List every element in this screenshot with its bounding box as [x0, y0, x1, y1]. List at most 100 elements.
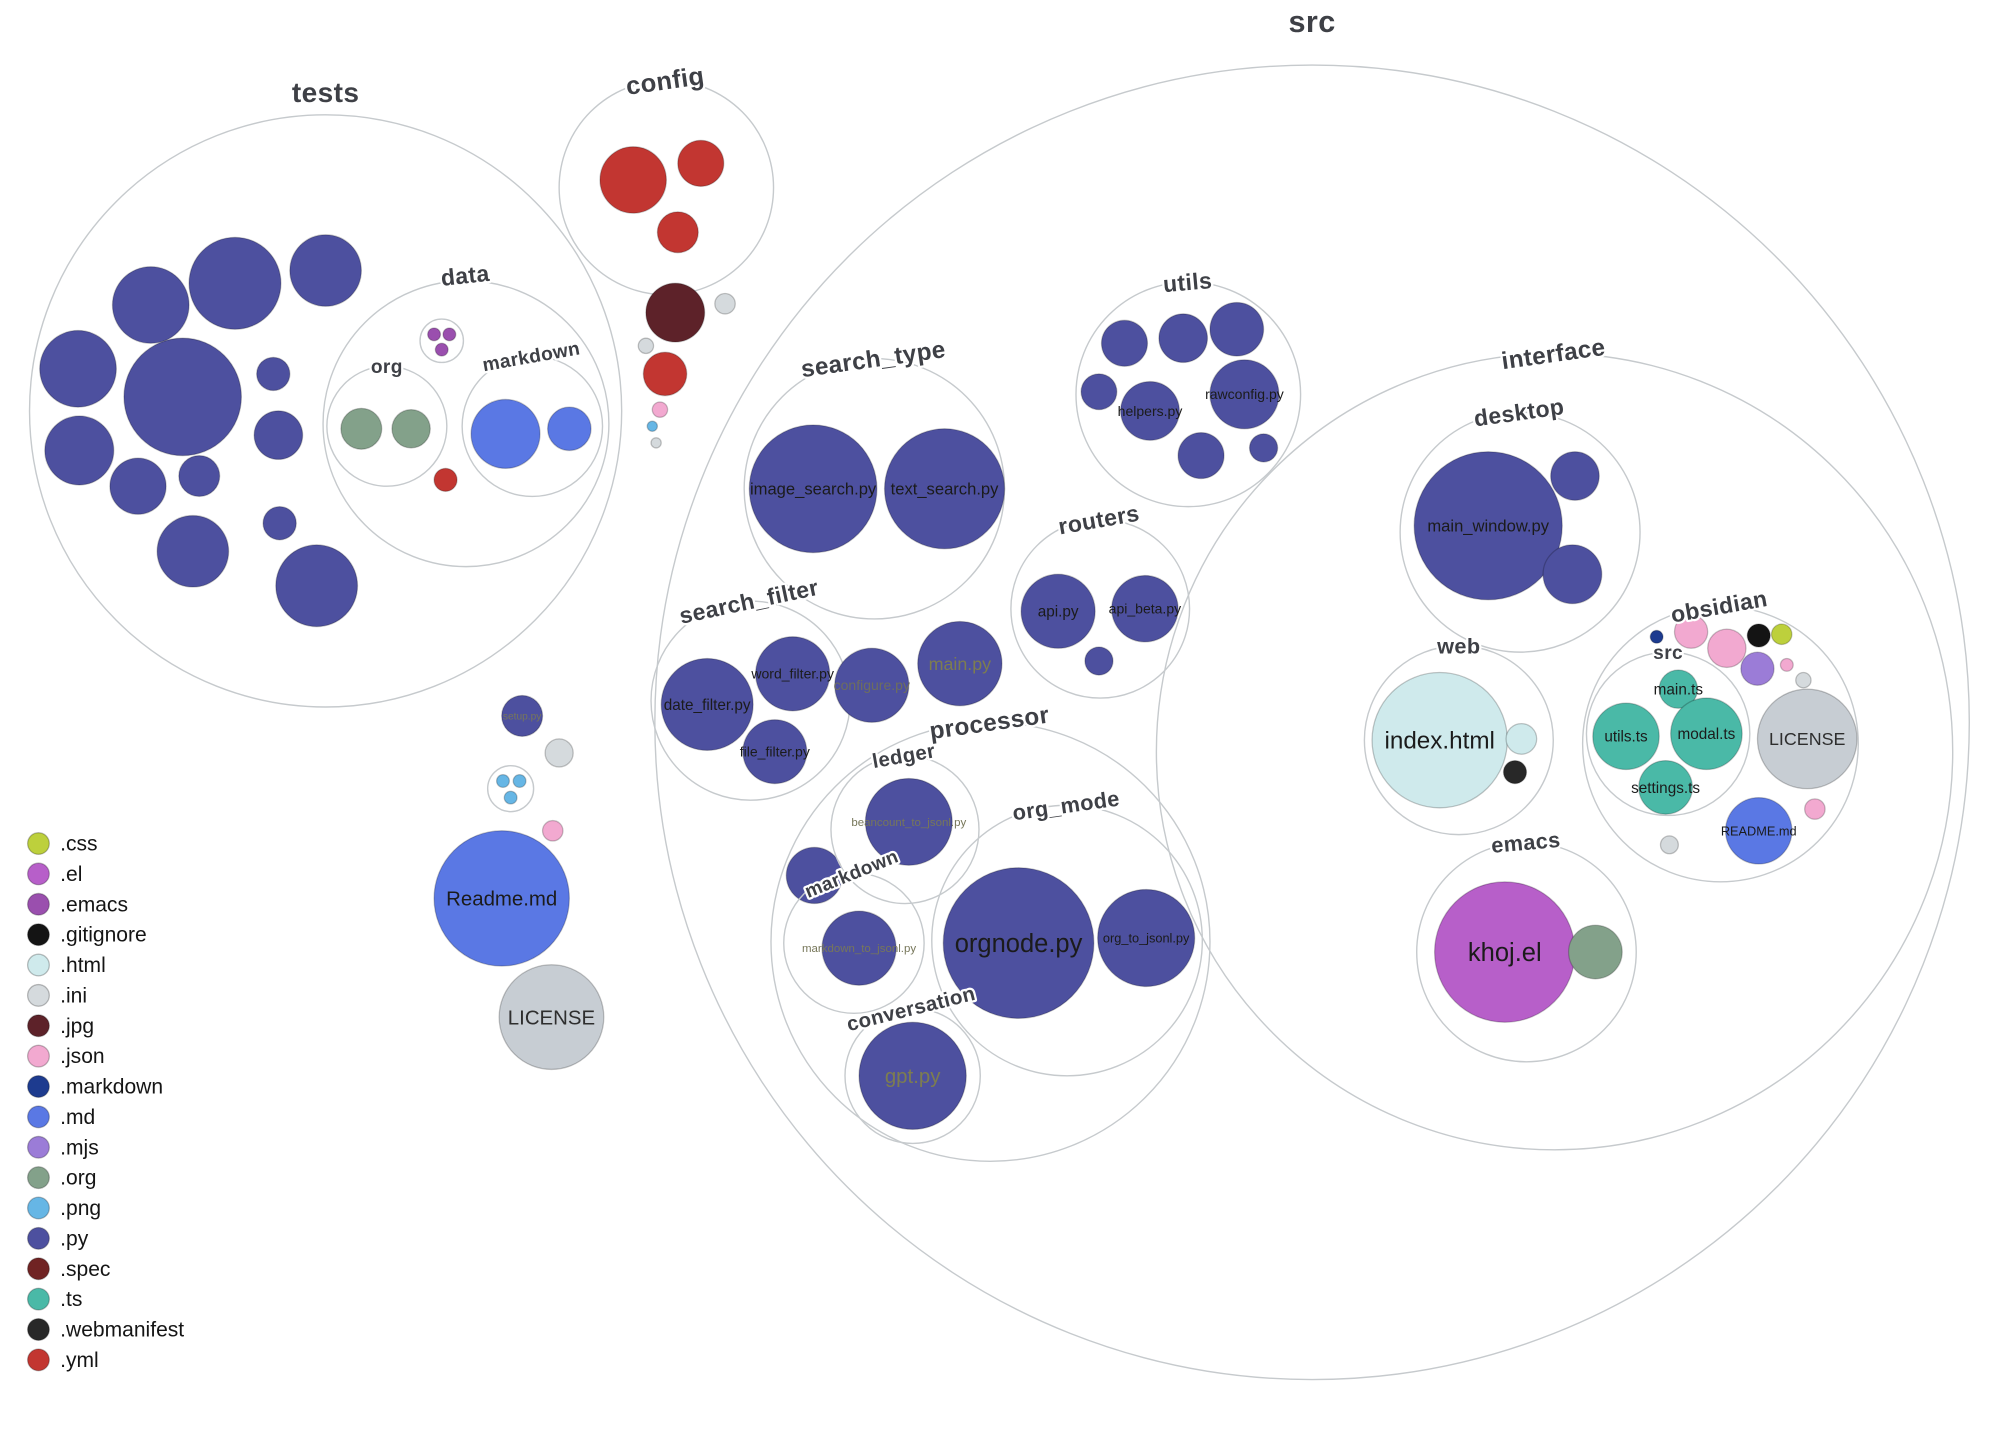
file-circle-.yml: [433, 467, 458, 492]
file-circle-orgnode.py: [942, 867, 1095, 1020]
folder-circle-utils: [1075, 281, 1302, 508]
file-circle-.yml: [642, 351, 688, 397]
legend-swatch-.py: [26, 1226, 50, 1250]
file-circle-.png: [495, 773, 511, 789]
folder-circle-unnamed: [419, 318, 465, 364]
legend-item-.css: .css: [26, 832, 98, 856]
legend-label-.py: .py: [60, 1227, 89, 1250]
file-label-index.html: index.html: [1384, 728, 1494, 755]
legend-swatch-.markdown: [26, 1075, 50, 1099]
legend-swatch-.spec: [26, 1257, 50, 1281]
file-circle-settings.ts: [1638, 759, 1694, 815]
file-circle-rawconfig.py: [1209, 359, 1280, 430]
folder-circle-obsidian: [1581, 605, 1859, 883]
file-circle-.ini: [1795, 671, 1812, 689]
file-circle-.py: [253, 410, 304, 461]
legend-swatch-.yml: [26, 1348, 50, 1372]
file-circle-utils.ts: [1592, 702, 1660, 771]
file-circle-.py: [44, 415, 115, 486]
legend-label-.png: .png: [60, 1197, 101, 1220]
legend-swatch-.emacs: [26, 892, 50, 916]
file-circle-.md: [547, 406, 592, 452]
legend-label-.mjs: .mjs: [60, 1136, 99, 1159]
file-label-gpt.py: gpt.py: [885, 1066, 941, 1088]
file-circle-.jpg: [645, 282, 706, 343]
folder-circle-src: [654, 64, 1971, 1381]
file-circle-file_filter.py: [742, 719, 808, 785]
file-circle-.py: [1158, 313, 1209, 364]
legend-label-.ts: .ts: [60, 1288, 82, 1311]
file-circle-setup.py: [501, 694, 544, 737]
file-circle-.py: [1542, 544, 1603, 605]
file-circle-.py: [1248, 433, 1279, 463]
legend-label-.yml: .yml: [60, 1349, 99, 1372]
legend-label-.md: .md: [60, 1106, 95, 1129]
legend-swatch-.gitignore: [26, 923, 50, 947]
legend-item-.mjs: .mjs: [26, 1135, 99, 1159]
file-label-settings.ts: settings.ts: [1631, 780, 1700, 797]
file-label-utils.ts: utils.ts: [1604, 729, 1648, 746]
legend-item-.json: .json: [26, 1044, 105, 1068]
file-circle-.json: [1707, 628, 1747, 669]
file-circle-text_search.py: [883, 428, 1006, 550]
file-label-configure.py: configure.py: [834, 677, 910, 693]
folder-circle-processor: [770, 721, 1211, 1163]
file-circle-.yml: [656, 211, 699, 254]
legend-swatch-.jpg: [26, 1014, 50, 1038]
folder-label-search_filter: search_filter: [677, 574, 821, 629]
file-label-Readme.md: Readme.md: [446, 889, 557, 911]
file-label-markdown_to_jsonl.py: markdown_to_jsonl.py: [802, 943, 916, 955]
file-circle-.ini: [637, 337, 655, 355]
file-circle-.ini: [714, 292, 736, 315]
folder-label-ledger: ledger: [871, 740, 937, 773]
legend-item-.org: .org: [26, 1166, 96, 1190]
file-circle-markdown_to_jsonl.py: [821, 910, 897, 986]
legend-label-.spec: .spec: [60, 1258, 110, 1281]
file-circle-.markdown: [1649, 629, 1664, 644]
legend-item-.md: .md: [26, 1105, 95, 1129]
file-circle-.py: [785, 846, 844, 905]
folder-label-search_type: search_type: [799, 336, 947, 383]
file-circle-.ini: [1659, 835, 1679, 855]
folder-label-tests: tests: [292, 77, 359, 108]
file-circle-main_window.py: [1413, 451, 1563, 601]
file-circle-.json: [651, 401, 669, 418]
legend-swatch-.el: [26, 862, 50, 886]
file-circle-.py: [1084, 646, 1114, 676]
legend-label-.el: .el: [60, 863, 82, 886]
file-circle-.yml: [677, 139, 725, 187]
legend-label-.markdown: .markdown: [60, 1076, 163, 1099]
folder-circle-ledger: [830, 754, 980, 905]
file-circle-.py: [275, 544, 359, 628]
file-circle-.css: [1770, 623, 1793, 646]
file-circle-.webmanifest: [1502, 759, 1528, 785]
file-circle-.py: [1177, 431, 1225, 480]
file-circle-modal.ts: [1670, 697, 1743, 771]
file-circle-.emacs: [434, 342, 449, 357]
file-label-api_beta.py: api_beta.py: [1109, 601, 1181, 617]
legend-item-.gitignore: .gitignore: [26, 923, 147, 947]
legend-label-.css: .css: [60, 833, 97, 856]
file-circle-.py: [1209, 301, 1265, 357]
folder-label-org: org: [371, 357, 403, 378]
file-circle-.py: [256, 356, 291, 392]
file-label-README.md: README.md: [1721, 823, 1797, 838]
file-label-beancount_to_jsonl.py: beancount_to_jsonl.py: [851, 817, 966, 829]
legend-item-.py: .py: [26, 1226, 89, 1250]
folder-circle-routers: [1010, 518, 1191, 699]
file-circle-.json: [1779, 657, 1794, 672]
file-circle-LICENSE: [1756, 688, 1858, 790]
legend-label-.jpg: .jpg: [60, 1015, 94, 1038]
file-label-LICENSE: LICENSE: [1769, 729, 1846, 749]
legend-item-.el: .el: [26, 862, 82, 886]
folder-label-emacs: emacs: [1490, 827, 1561, 858]
file-circle-org_to_jsonl.py: [1097, 888, 1196, 988]
legend-item-.png: .png: [26, 1196, 101, 1220]
legend-label-.webmanifest: .webmanifest: [60, 1319, 184, 1342]
file-circle-.py: [1550, 451, 1600, 501]
file-circle-.emacs: [442, 327, 457, 342]
folder-circle-org_mode: [931, 804, 1204, 1077]
file-circle-.org: [340, 407, 383, 450]
file-circle-Readme.md: [433, 830, 570, 967]
